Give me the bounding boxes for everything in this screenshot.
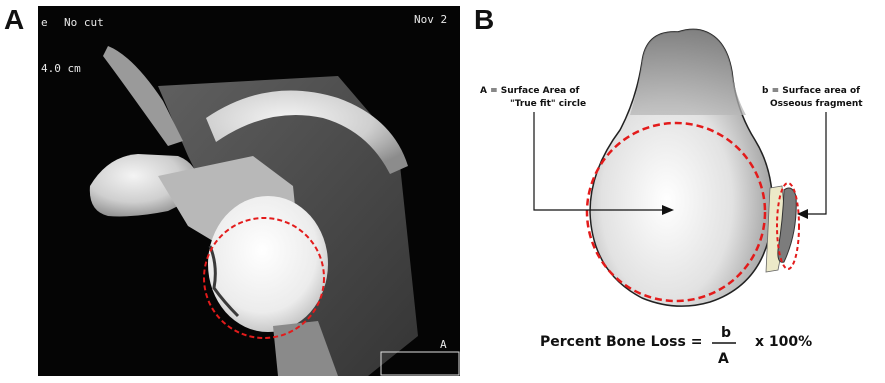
formula-numerator: b (721, 325, 731, 341)
formula-prefix: Percent Bone Loss = (540, 334, 702, 350)
label-a-line1: A = Surface Area of (480, 86, 580, 96)
ct-side-char: e (41, 16, 48, 29)
label-b-line1: b = Surface area of (762, 86, 860, 96)
schematic-panel: A = Surface Area of "True fit" circle b … (470, 0, 885, 379)
label-b-line2: Osseous fragment (770, 99, 863, 109)
label-a-line2: "True fit" circle (510, 99, 586, 109)
ct-date: Nov 2 (414, 13, 447, 26)
arrow-b-line (808, 112, 826, 214)
ct-scale: 4.0 cm (41, 62, 81, 75)
formula-suffix: x 100% (755, 334, 812, 350)
ct-reconstruction-panel: e No cut Nov 2 4.0 cm A (38, 6, 460, 376)
ct-image: e No cut Nov 2 4.0 cm A (38, 6, 460, 376)
ct-orientation-label: A (440, 338, 447, 351)
formula-denominator: A (718, 351, 729, 367)
ct-cut-mode: No cut (64, 16, 104, 29)
glenoid-top-shade (630, 29, 746, 115)
glenoid-face (208, 196, 328, 332)
glenoid-schematic: A = Surface Area of "True fit" circle b … (470, 0, 885, 379)
panel-a-letter: A (4, 6, 24, 34)
